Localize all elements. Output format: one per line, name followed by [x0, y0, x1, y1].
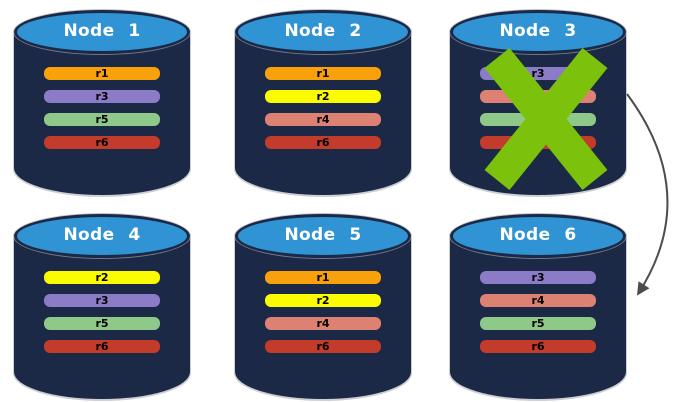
record-bar: r6	[265, 340, 381, 353]
cylinder-top-ellipse	[235, 10, 411, 54]
node-title: Node 5	[284, 225, 362, 245]
record-bar: r5	[44, 113, 160, 126]
record-bar: r2	[265, 294, 381, 307]
record-bar: r2	[265, 90, 381, 103]
record-bar: r2	[44, 271, 160, 284]
record-bar: r6	[44, 136, 160, 149]
cylinder-top-ellipse	[14, 10, 190, 54]
record-bars: r1 r2 r4 r6	[265, 67, 381, 159]
node-2: Node 2 r1 r2 r4 r6	[235, 8, 411, 198]
record-bar: r4	[265, 113, 381, 126]
node-6: Node 6 r3 r4 r5 r6	[450, 212, 626, 402]
record-bar: r6	[265, 136, 381, 149]
record-bar: r4	[265, 317, 381, 330]
node-1: Node 1 r1 r3 r5 r6	[14, 8, 190, 198]
record-bar: r3	[44, 294, 160, 307]
node-title: Node 4	[63, 225, 141, 245]
node-5: Node 5 r1 r2 r4 r6	[235, 212, 411, 402]
cylinder-top-ellipse	[235, 214, 411, 258]
record-bar: r6	[480, 340, 596, 353]
record-bars: r2 r3 r5 r6	[44, 271, 160, 363]
node-4: Node 4 r2 r3 r5 r6	[14, 212, 190, 402]
node-3: Node 3 r3	[450, 8, 626, 198]
record-bars: r1 r3 r5 r6	[44, 67, 160, 159]
record-bar: r3	[44, 90, 160, 103]
node-title: Node 1	[63, 21, 141, 41]
cylinder-top-ellipse	[14, 214, 190, 258]
record-bars: r1 r2 r4 r6	[265, 271, 381, 363]
node-title: Node 2	[284, 21, 362, 41]
node-title: Node 6	[499, 225, 577, 245]
record-bar: r1	[265, 67, 381, 80]
failed-x-icon	[484, 47, 608, 191]
record-bar: r5	[44, 317, 160, 330]
cylinder-top-ellipse	[450, 10, 626, 54]
record-bar: r1	[44, 67, 160, 80]
record-bar: r1	[265, 271, 381, 284]
node-title: Node 3	[499, 21, 577, 41]
record-bar: r5	[480, 317, 596, 330]
record-bar: r6	[44, 340, 160, 353]
failover-arrow-path	[626, 93, 669, 296]
record-bars: r3 r4 r5 r6	[480, 271, 596, 363]
cylinder-top-ellipse	[450, 214, 626, 258]
record-bar: r3	[480, 271, 596, 284]
record-bar: r4	[480, 294, 596, 307]
